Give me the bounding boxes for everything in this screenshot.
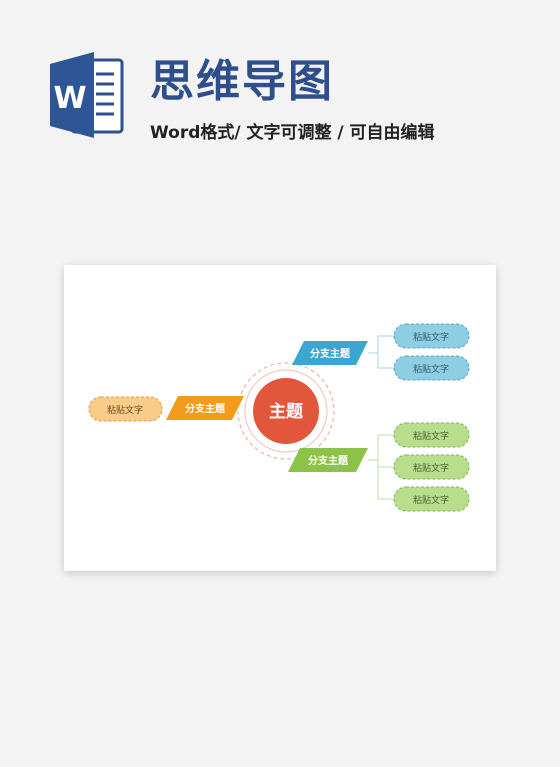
central-topic-label: 主题	[269, 401, 304, 422]
leaf-bottom-3[interactable]: 粘贴文字	[393, 486, 470, 512]
document-preview: 主题 分支主题 粘贴文字 粘贴文字 分支主题 粘贴文字 粘贴文字	[64, 265, 496, 571]
branch-top-right[interactable]: 分支主题	[292, 341, 368, 365]
leaf-bottom-3-label: 粘贴文字	[413, 494, 449, 506]
branch-bottom-right[interactable]: 分支主题	[288, 448, 368, 472]
leaf-bottom-2-label: 粘贴文字	[413, 462, 449, 474]
top-connectors	[368, 335, 394, 369]
leaf-left-1[interactable]: 粘贴文字	[88, 396, 163, 422]
page-subtitle: Word格式/ 文字可调整 / 可自由编辑	[150, 123, 435, 143]
word-icon-letter: W	[53, 81, 86, 116]
leaf-bottom-2[interactable]: 粘贴文字	[393, 454, 470, 480]
mindmap-diagram: 主题 分支主题 粘贴文字 粘贴文字 分支主题 粘贴文字 粘贴文字	[88, 323, 470, 512]
branch-left[interactable]: 分支主题	[166, 396, 244, 420]
bottom-connectors	[368, 434, 394, 500]
leaf-bottom-1-label: 粘贴文字	[413, 430, 449, 442]
leaf-bottom-1[interactable]: 粘贴文字	[393, 422, 470, 448]
branch-left-label: 分支主题	[185, 402, 226, 415]
central-topic[interactable]: 主题	[237, 362, 335, 460]
branch-bottom-right-label: 分支主题	[308, 454, 349, 467]
leaf-top-2-label: 粘贴文字	[413, 363, 449, 375]
word-icon: W	[50, 52, 124, 138]
leaf-top-1[interactable]: 粘贴文字	[393, 323, 470, 349]
branch-top-right-label: 分支主题	[310, 347, 351, 360]
leaf-top-2[interactable]: 粘贴文字	[393, 355, 470, 381]
page-title: 思维导图	[150, 56, 334, 107]
leaf-left-1-label: 粘贴文字	[107, 404, 143, 416]
leaf-top-1-label: 粘贴文字	[413, 331, 449, 343]
